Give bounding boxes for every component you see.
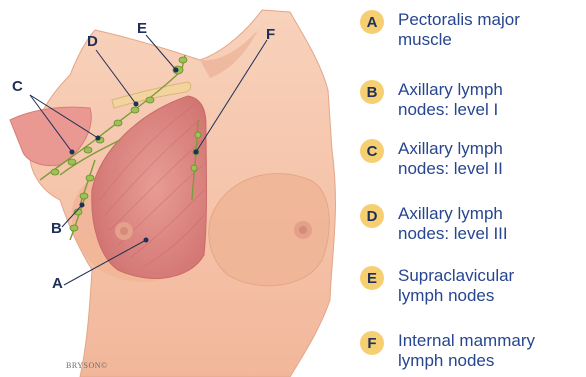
- legend-line: lymph nodes: [398, 351, 586, 371]
- label-f: F: [266, 27, 275, 42]
- legend-badge-f: F: [360, 331, 384, 355]
- label-e: E: [137, 21, 147, 36]
- legend-line: Internal mammary: [398, 331, 586, 351]
- legend-text-a: Pectoralis major muscle: [398, 10, 586, 50]
- legend-line: lymph nodes: [398, 286, 586, 306]
- label-a: A: [52, 276, 63, 291]
- legend-line: nodes: level II: [398, 159, 586, 179]
- legend-item-c: C Axillary lymph nodes: level II: [360, 139, 586, 179]
- legend-badge-d: D: [360, 204, 384, 228]
- label-b: B: [51, 221, 62, 236]
- legend-line: Pectoralis major: [398, 10, 586, 30]
- torso-drawing: [0, 0, 340, 377]
- illustrator-credit: BRYSON©: [66, 361, 108, 370]
- legend-line: Axillary lymph: [398, 80, 586, 100]
- legend-line: Supraclavicular: [398, 266, 586, 286]
- legend-line: muscle: [398, 30, 586, 50]
- legend-badge-e: E: [360, 266, 384, 290]
- legend-text-b: Axillary lymph nodes: level I: [398, 80, 586, 120]
- legend-item-a: A Pectoralis major muscle: [360, 10, 586, 50]
- legend-line: nodes: level I: [398, 100, 586, 120]
- legend-item-f: F Internal mammary lymph nodes: [360, 331, 586, 371]
- legend-item-b: B Axillary lymph nodes: level I: [360, 80, 586, 120]
- legend-text-d: Axillary lymph nodes: level III: [398, 204, 586, 244]
- legend-item-d: D Axillary lymph nodes: level III: [360, 204, 586, 244]
- legend-line: nodes: level III: [398, 224, 586, 244]
- anatomy-illustration: A B C D E F BRYSON©: [0, 0, 340, 377]
- legend-text-c: Axillary lymph nodes: level II: [398, 139, 586, 179]
- legend-item-e: E Supraclavicular lymph nodes: [360, 266, 586, 306]
- legend-badge-b: B: [360, 80, 384, 104]
- legend-badge-a: A: [360, 10, 384, 34]
- legend-line: Axillary lymph: [398, 204, 586, 224]
- legend-text-f: Internal mammary lymph nodes: [398, 331, 586, 371]
- label-d: D: [87, 34, 98, 49]
- label-c: C: [12, 79, 23, 94]
- legend-text-e: Supraclavicular lymph nodes: [398, 266, 586, 306]
- legend-badge-c: C: [360, 139, 384, 163]
- legend-line: Axillary lymph: [398, 139, 586, 159]
